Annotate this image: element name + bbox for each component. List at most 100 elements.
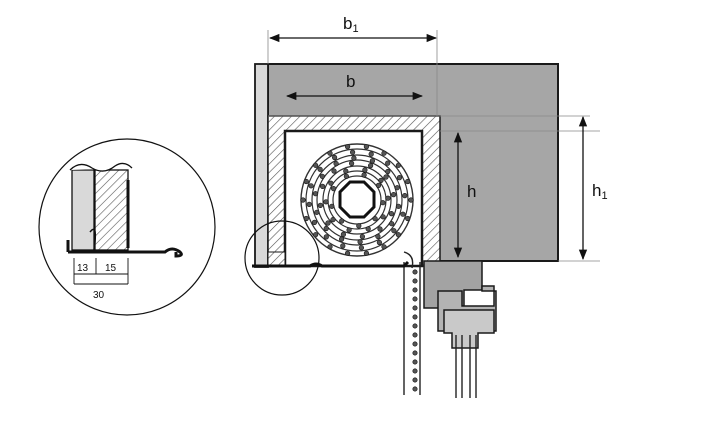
slat-joint	[376, 239, 383, 246]
slat-joint	[388, 211, 395, 217]
slat-joint	[375, 182, 382, 188]
slat-joint	[368, 151, 374, 157]
slat-joint	[313, 162, 319, 168]
curtain-joint	[412, 368, 418, 374]
slat-joint	[331, 186, 337, 192]
slat-joint	[357, 239, 363, 245]
slat-joint	[330, 217, 336, 223]
slat-joint	[362, 167, 368, 173]
slat-joint	[327, 150, 333, 156]
slat-joint	[408, 197, 414, 203]
slat-joint	[385, 168, 391, 175]
slat-joint	[383, 174, 389, 180]
curtain-joint	[412, 359, 418, 365]
slat-joint	[380, 200, 386, 206]
slat-joint	[395, 162, 402, 168]
slat-joint	[339, 218, 345, 224]
slat-joint	[395, 232, 402, 238]
label-b1: b1	[343, 14, 359, 35]
shutter-box	[254, 30, 600, 268]
front-panel	[254, 63, 269, 268]
window-frame	[423, 260, 497, 398]
curtain-joint	[412, 377, 418, 383]
slat-joint	[359, 234, 366, 240]
slat-joint	[380, 214, 386, 220]
slat-joint	[325, 220, 331, 226]
slat-joint	[365, 226, 371, 232]
curtain-joint	[412, 386, 418, 392]
slat-joint	[345, 250, 351, 256]
slat-joint	[303, 215, 309, 222]
slat-joint	[317, 166, 323, 172]
slat-joint	[350, 149, 356, 155]
slat-joint	[327, 244, 333, 250]
slat-joint	[377, 226, 383, 232]
curtain-joint	[412, 314, 418, 320]
slat-joint	[333, 161, 339, 167]
slat-joint	[363, 250, 370, 256]
slat-joint	[312, 191, 319, 197]
curtain-joint	[412, 350, 418, 356]
slat-joint	[391, 228, 397, 234]
slat-joint	[381, 150, 387, 156]
hanging-curtain	[403, 251, 421, 395]
curtain-joint	[412, 269, 418, 275]
slat-joint	[340, 231, 347, 237]
slat-joint	[358, 245, 365, 251]
curtain-joint	[412, 341, 418, 347]
slat-joints	[300, 144, 414, 256]
slat-joint	[385, 160, 391, 166]
slat-joint	[389, 221, 395, 227]
slat-joint	[329, 203, 335, 209]
curtain-joint	[412, 278, 418, 284]
curtain-joint	[412, 332, 418, 338]
slat-joint	[346, 227, 352, 233]
slat-joint	[351, 155, 357, 161]
slat-joint	[375, 233, 381, 239]
label-h: h	[467, 182, 476, 201]
slat-joint	[331, 168, 337, 174]
dimension-h1: h1	[558, 115, 608, 262]
measure-13: 13	[77, 263, 89, 274]
slat-joint	[356, 223, 362, 229]
slat-joint	[303, 178, 309, 185]
slat-joint	[395, 203, 402, 209]
slat-joint	[340, 243, 346, 249]
label-b: b	[346, 72, 355, 91]
slat-joint	[319, 173, 325, 179]
slat-joint	[323, 234, 329, 240]
dimension-b1: b1	[268, 14, 438, 43]
slat-joint	[343, 173, 350, 179]
bottom-lip	[252, 260, 410, 268]
slat-joint	[345, 144, 351, 150]
slat-joint	[396, 175, 403, 181]
measure-30: 30	[93, 290, 105, 301]
slat-joint	[339, 236, 345, 242]
slat-joint	[361, 172, 367, 178]
slat-joint	[311, 219, 318, 225]
slat-joint	[300, 197, 306, 203]
measure-15: 15	[105, 263, 117, 274]
octagonal-shaft	[338, 180, 376, 219]
label-h1: h1	[592, 181, 608, 202]
slat-joint	[308, 183, 314, 189]
slat-joint	[368, 163, 374, 169]
curtain-joint	[412, 296, 418, 302]
slat-joint	[405, 215, 411, 222]
slat-joint	[378, 177, 384, 183]
slat-joint	[349, 160, 355, 166]
slat-joint	[323, 199, 329, 205]
detail-marker-circle	[244, 220, 320, 296]
slat-joint	[394, 185, 400, 191]
curtain-joint	[412, 287, 418, 293]
slat-joint	[314, 209, 320, 215]
slat-joint	[381, 244, 387, 250]
slat-joint	[363, 144, 370, 150]
bottom-ledge	[267, 251, 286, 267]
slat-joint	[400, 211, 406, 217]
slat-joint	[343, 168, 349, 174]
slat-joint	[328, 180, 334, 186]
detail-magnified: 13 15 30	[38, 138, 216, 316]
